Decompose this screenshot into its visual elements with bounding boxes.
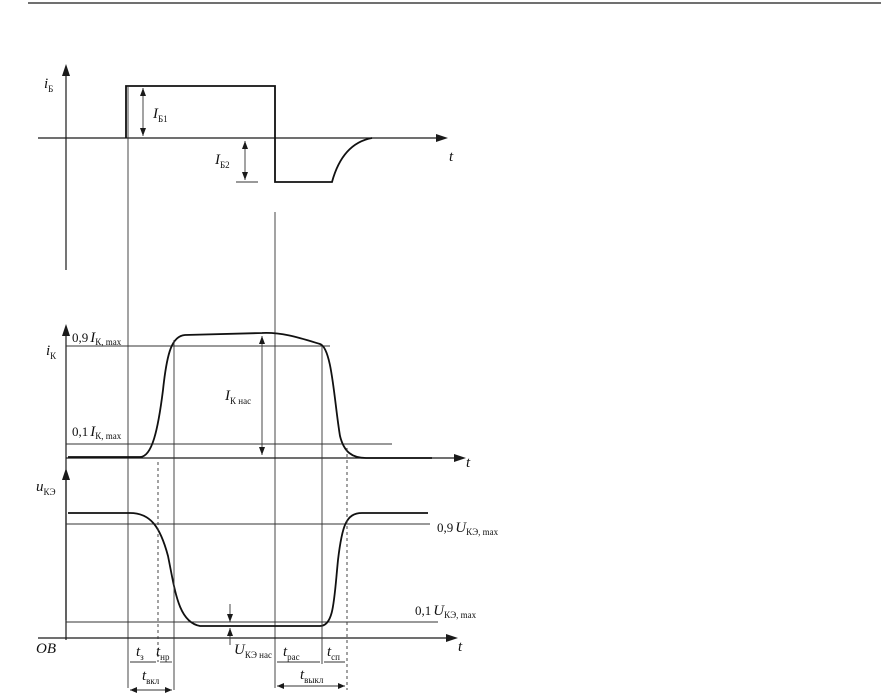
ukenas-label: UКЭ нас (234, 642, 272, 660)
t-label-uke: t (458, 639, 463, 655)
uke-axis-arrow (62, 468, 70, 480)
timing-markers: tз tнр tвкл tрас tсп tвыкл (130, 340, 348, 693)
t-sp-label: tсп (327, 644, 340, 662)
t-vykl-label: tвыкл (300, 667, 324, 685)
ib1-label: IБ1 (152, 106, 168, 124)
uke-axis-label: uКЭ (36, 479, 56, 497)
t-ras-label: tрас (283, 644, 300, 662)
ib2-label: IБ2 (214, 152, 230, 170)
uke-waveform (68, 512, 428, 627)
vkl-arrow-right (165, 687, 172, 693)
base-current-panel: iБ IБ1 IБ2 t (38, 64, 454, 270)
ib2-arrow-down (242, 172, 248, 180)
ukenas-arrow-up (227, 628, 233, 636)
iknas-arrow-up (259, 336, 265, 344)
ukenas-arrow-down (227, 614, 233, 622)
ik-waveform (68, 332, 432, 459)
ib2-arrow-up (242, 141, 248, 149)
ib-axis-label: iБ (44, 76, 53, 94)
uke-time-arrow (446, 634, 458, 642)
ib-axis-arrow (62, 64, 70, 76)
vkl-arrow-left (130, 687, 137, 693)
ib-waveform (125, 85, 373, 183)
t-label-ik: t (466, 455, 471, 471)
iknas-arrow-down (259, 447, 265, 455)
ib1-arrow-down (140, 128, 146, 136)
ik-axis-arrow (62, 324, 70, 336)
vykl-arrow-right (338, 683, 345, 689)
t-nr-label: tнр (156, 644, 170, 662)
iknas-label: IК нас (224, 388, 251, 406)
vykl-arrow-left (277, 683, 284, 689)
ob-label: OB (36, 641, 56, 657)
ik-time-arrow (454, 454, 466, 462)
t-z-label: tз (136, 644, 144, 662)
t-vkl-label: tвкл (142, 668, 160, 686)
ik-axis-label: iК (46, 343, 57, 361)
t-label-ib: t (449, 149, 454, 165)
ib1-arrow-up (140, 88, 146, 96)
ib-time-arrow (436, 134, 448, 142)
